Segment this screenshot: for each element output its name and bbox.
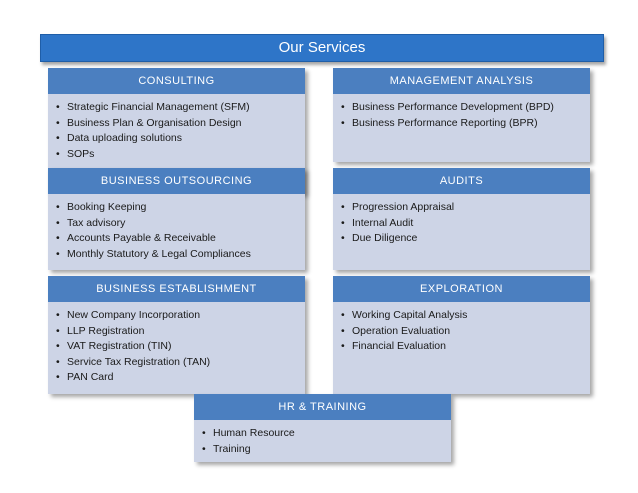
- list-item: LLP Registration: [56, 324, 305, 340]
- box-body: Business Performance Development (BPD) B…: [333, 94, 590, 162]
- box-header: BUSINESS ESTABLISHMENT: [48, 276, 305, 302]
- hr-training-box: HR & TRAINING Human Resource Training: [194, 394, 451, 462]
- audits-box: AUDITS Progression Appraisal Internal Au…: [333, 168, 590, 270]
- box-body: Working Capital Analysis Operation Evalu…: [333, 302, 590, 394]
- business-establishment-box: BUSINESS ESTABLISHMENT New Company Incor…: [48, 276, 305, 394]
- list-item: Progression Appraisal: [341, 200, 590, 216]
- list-item: Due Diligence: [341, 231, 590, 247]
- box-header: AUDITS: [333, 168, 590, 194]
- list-item: Operation Evaluation: [341, 324, 590, 340]
- list-item: Human Resource: [202, 426, 451, 442]
- list-item: Data uploading solutions: [56, 131, 305, 147]
- list-item: Accounts Payable & Receivable: [56, 231, 305, 247]
- box-header: EXPLORATION: [333, 276, 590, 302]
- page-title: Our Services: [40, 34, 604, 62]
- business-outsourcing-box: BUSINESS OUTSOURCING Booking Keeping Tax…: [48, 168, 305, 270]
- exploration-box: EXPLORATION Working Capital Analysis Ope…: [333, 276, 590, 394]
- list-item: Tax advisory: [56, 216, 305, 232]
- list-item: Training: [202, 442, 451, 458]
- box-header: BUSINESS OUTSOURCING: [48, 168, 305, 194]
- list-item: SOPs: [56, 147, 305, 163]
- box-body: Human Resource Training: [194, 420, 451, 462]
- list-item: PAN Card: [56, 370, 305, 386]
- list-item: VAT Registration (TIN): [56, 339, 305, 355]
- list-item: Financial Evaluation: [341, 339, 590, 355]
- management-analysis-box: MANAGEMENT ANALYSIS Business Performance…: [333, 68, 590, 162]
- box-header: MANAGEMENT ANALYSIS: [333, 68, 590, 94]
- list-item: New Company Incorporation: [56, 308, 305, 324]
- box-header: CONSULTING: [48, 68, 305, 94]
- box-body: Progression Appraisal Internal Audit Due…: [333, 194, 590, 270]
- list-item: Booking Keeping: [56, 200, 305, 216]
- list-item: Strategic Financial Management (SFM): [56, 100, 305, 116]
- box-header: HR & TRAINING: [194, 394, 451, 420]
- list-item: Working Capital Analysis: [341, 308, 590, 324]
- list-item: Service Tax Registration (TAN): [56, 355, 305, 371]
- list-item: Business Performance Development (BPD): [341, 100, 590, 116]
- list-item: Monthly Statutory & Legal Compliances: [56, 247, 305, 263]
- box-body: New Company Incorporation LLP Registrati…: [48, 302, 305, 394]
- list-item: Business Plan & Organisation Design: [56, 116, 305, 132]
- list-item: Business Performance Reporting (BPR): [341, 116, 590, 132]
- list-item: Internal Audit: [341, 216, 590, 232]
- box-body: Booking Keeping Tax advisory Accounts Pa…: [48, 194, 305, 270]
